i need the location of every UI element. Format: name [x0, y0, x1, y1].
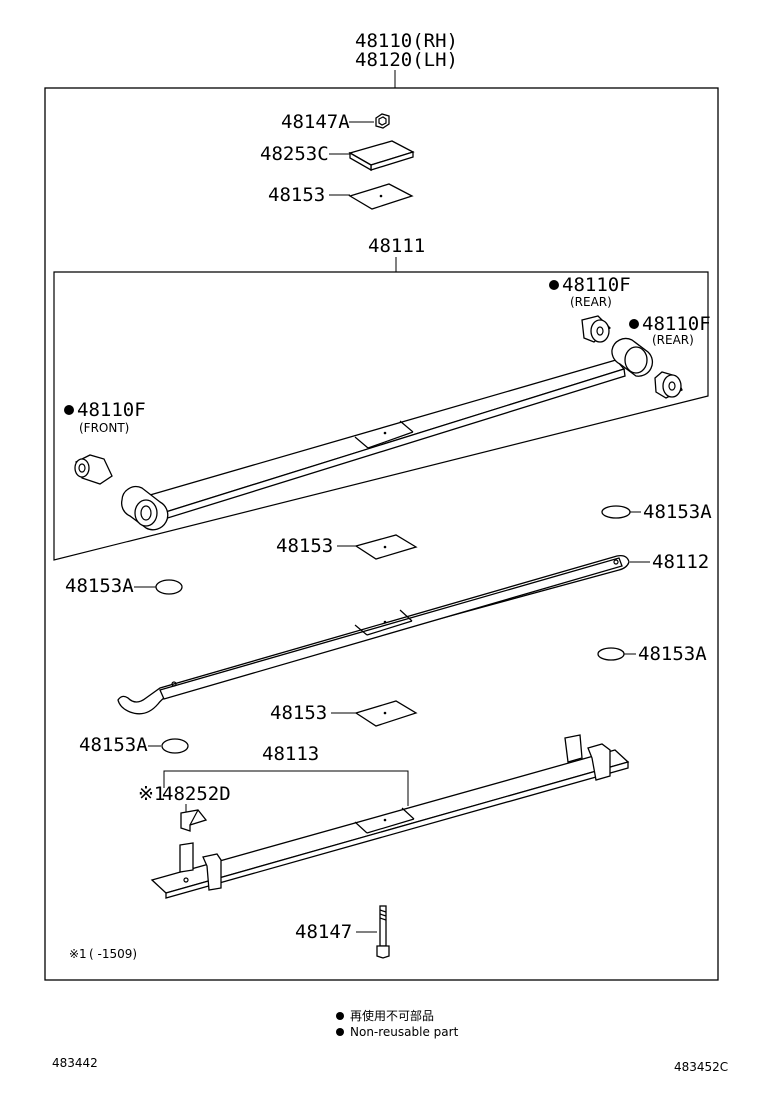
non-reusable-marker-rear1: [549, 280, 559, 290]
label-48153A-right1[interactable]: 48153A: [643, 501, 712, 523]
spacer-left1-icon[interactable]: [155, 579, 183, 595]
legend-line-jp: 再使用不可部品: [350, 1008, 434, 1023]
note-front: (FRONT): [79, 421, 129, 435]
label-48253C[interactable]: 48253C: [260, 143, 329, 165]
leaf-48111-box: [53, 271, 709, 561]
label-48147A[interactable]: 48147A: [281, 111, 350, 133]
leaf-spring-48111[interactable]: [120, 337, 654, 531]
label-48153-low[interactable]: 48153: [270, 702, 327, 724]
bushing-rear2[interactable]: [654, 371, 683, 399]
label-48147[interactable]: 48147: [295, 921, 352, 943]
clip-48252D[interactable]: [180, 809, 208, 832]
label-48113[interactable]: 48113: [262, 743, 319, 765]
label-48110F-front[interactable]: 48110F: [77, 399, 146, 421]
label-48112[interactable]: 48112: [652, 551, 709, 573]
legend-line-en: Non-reusable part: [350, 1025, 459, 1039]
label-48252D[interactable]: 48252D: [162, 783, 231, 805]
note-rear2: (REAR): [652, 333, 694, 347]
label-48111[interactable]: 48111: [368, 235, 425, 257]
footnote-mark-48252D: ※1: [138, 783, 165, 805]
footer-right-code: 483452C: [674, 1060, 728, 1074]
non-reusable-marker-rear2: [629, 319, 639, 329]
leaf-spring-48113[interactable]: [150, 734, 630, 899]
label-48153-mid[interactable]: 48153: [276, 535, 333, 557]
note-rear1: (REAR): [570, 295, 612, 309]
title-lh: 48120(LH): [355, 49, 458, 71]
nut-icon[interactable]: [375, 113, 390, 129]
spacer-left2-icon[interactable]: [161, 738, 189, 754]
spacer-right2-icon[interactable]: [597, 647, 625, 661]
filled-circle-icon: [336, 1028, 344, 1036]
title-rh: 48110(RH): [355, 30, 458, 52]
leaf-spring-48112[interactable]: [117, 554, 630, 715]
label-48153-top[interactable]: 48153: [268, 184, 325, 206]
bushing-rear1[interactable]: [581, 315, 611, 343]
label-48110F-rear2[interactable]: 48110F: [642, 313, 711, 335]
non-reusable-marker-front: [64, 405, 74, 415]
label-48153A-right2[interactable]: 48153A: [638, 643, 707, 665]
footnote-range: ( -1509): [89, 947, 137, 961]
footer-left-code: 483442: [52, 1056, 98, 1070]
label-48153A-left1[interactable]: 48153A: [65, 575, 134, 597]
footnote-mark: ※1: [69, 947, 87, 961]
bushing-front[interactable]: [74, 454, 113, 485]
label-48153A-left2[interactable]: 48153A: [79, 734, 148, 756]
assembly-frame: [44, 87, 719, 981]
filled-circle-icon: [336, 1012, 344, 1020]
spacer-right1-icon[interactable]: [601, 505, 631, 519]
center-bolt-icon[interactable]: [376, 905, 390, 959]
label-48110F-rear1[interactable]: 48110F: [562, 274, 631, 296]
